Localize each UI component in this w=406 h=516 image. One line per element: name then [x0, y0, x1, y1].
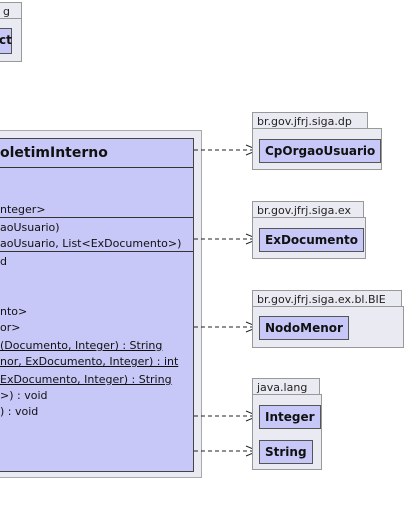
package-tab-javalang: java.lang	[252, 378, 320, 395]
class-name: ExDocumento	[265, 233, 358, 247]
class-exdocumento[interactable]: ExDocumento	[259, 228, 364, 252]
top-left-class[interactable]: ct	[0, 28, 12, 54]
package-name: br.gov.jfrj.siga.ex.bl.BIE	[257, 293, 386, 306]
method-line: or>	[0, 321, 21, 334]
top-left-class-name: ct	[0, 33, 12, 47]
package-tab-ex: br.gov.jfrj.siga.ex	[252, 201, 364, 218]
method-line: d	[0, 255, 7, 268]
static-method-line: (Documento, Integer) : String	[0, 339, 163, 352]
method-line: ) : void	[0, 405, 39, 418]
method-line: >) : void	[0, 389, 48, 402]
method-line: nto>	[0, 305, 28, 318]
constructor-line: aoUsuario)	[0, 221, 60, 234]
class-name: CpOrgaoUsuario	[265, 144, 376, 158]
class-name: Integer	[265, 410, 315, 424]
top-left-package-name: g	[3, 5, 10, 18]
static-method-line: ExDocumento, Integer) : String	[0, 373, 172, 386]
class-string[interactable]: String	[259, 440, 313, 464]
package-name: br.gov.jfrj.siga.ex	[257, 204, 351, 217]
class-name: String	[265, 445, 307, 459]
main-class-box[interactable]: oletimInterno nteger> aoUsuario) aoUsuar…	[0, 138, 194, 472]
class-separator	[0, 251, 193, 252]
package-name: java.lang	[257, 381, 308, 394]
constructor-line: aoUsuario, List<ExDocumento>)	[0, 237, 182, 250]
class-integer[interactable]: Integer	[259, 405, 321, 429]
class-separator	[0, 167, 193, 168]
package-tab-bie: br.gov.jfrj.siga.ex.bl.BIE	[252, 290, 402, 307]
package-tab-dp: br.gov.jfrj.siga.dp	[252, 112, 368, 129]
package-name: br.gov.jfrj.siga.dp	[257, 115, 352, 128]
class-name: NodoMenor	[265, 321, 343, 335]
class-cporgaousuario[interactable]: CpOrgaoUsuario	[259, 139, 382, 163]
class-nodomenor[interactable]: NodoMenor	[259, 316, 349, 340]
static-method-line: nor, ExDocumento, Integer) : int	[0, 355, 179, 368]
attribute-line: nteger>	[0, 203, 46, 216]
class-separator	[0, 217, 193, 218]
main-class-title: oletimInterno	[0, 145, 108, 161]
